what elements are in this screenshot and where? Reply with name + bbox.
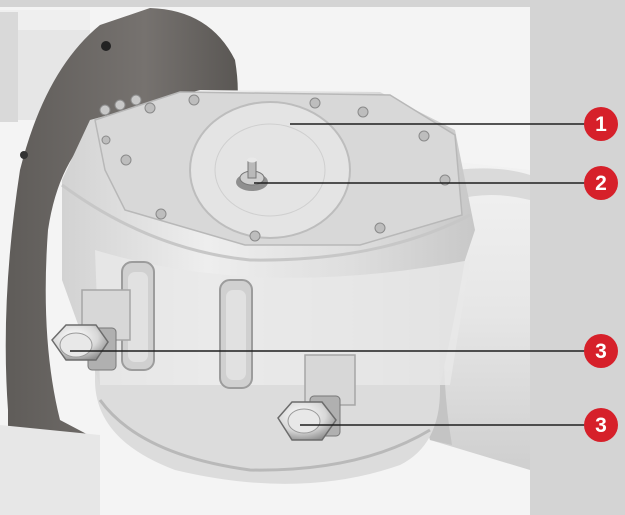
callout-3b-marker xyxy=(584,408,618,442)
housing-slots xyxy=(121,261,253,389)
hex-bolt-right xyxy=(277,395,341,441)
callout-1-marker xyxy=(584,107,618,141)
housing-edge xyxy=(61,183,471,262)
callout-2-label: 2 xyxy=(595,172,607,195)
callout-3a: 3 xyxy=(584,334,618,368)
callout-3a-marker xyxy=(584,334,618,368)
rotating-disc xyxy=(189,101,351,239)
central-shaft xyxy=(236,157,268,191)
lower-left-panel xyxy=(0,425,100,515)
left-bolt-row xyxy=(99,94,142,116)
callout-3b: 3 xyxy=(584,408,618,442)
callout-3b-label: 3 xyxy=(595,414,607,437)
callout-3a-label: 3 xyxy=(595,340,607,363)
cover-screws xyxy=(101,94,451,242)
callout-1-label: 1 xyxy=(595,113,607,136)
arm-top-band xyxy=(455,168,530,200)
leader-lines xyxy=(70,123,588,426)
callout-2-marker xyxy=(584,166,618,200)
flange-hole xyxy=(20,151,28,159)
callout-1: 1 xyxy=(584,107,618,141)
flange-hole xyxy=(101,41,111,51)
housing-base-shadow xyxy=(98,399,431,472)
mounting-flange xyxy=(5,8,238,505)
top-frame-strip xyxy=(0,0,625,7)
rotating-disc-inner xyxy=(214,123,326,217)
callout-2: 2 xyxy=(584,166,618,200)
